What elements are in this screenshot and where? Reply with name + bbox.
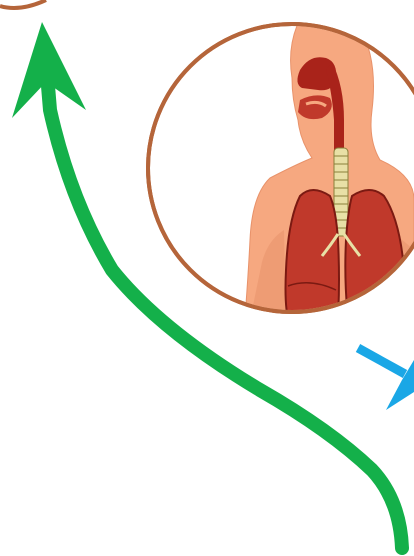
previous-stage-circle [0,0,46,8]
blue-arrow [358,348,414,410]
